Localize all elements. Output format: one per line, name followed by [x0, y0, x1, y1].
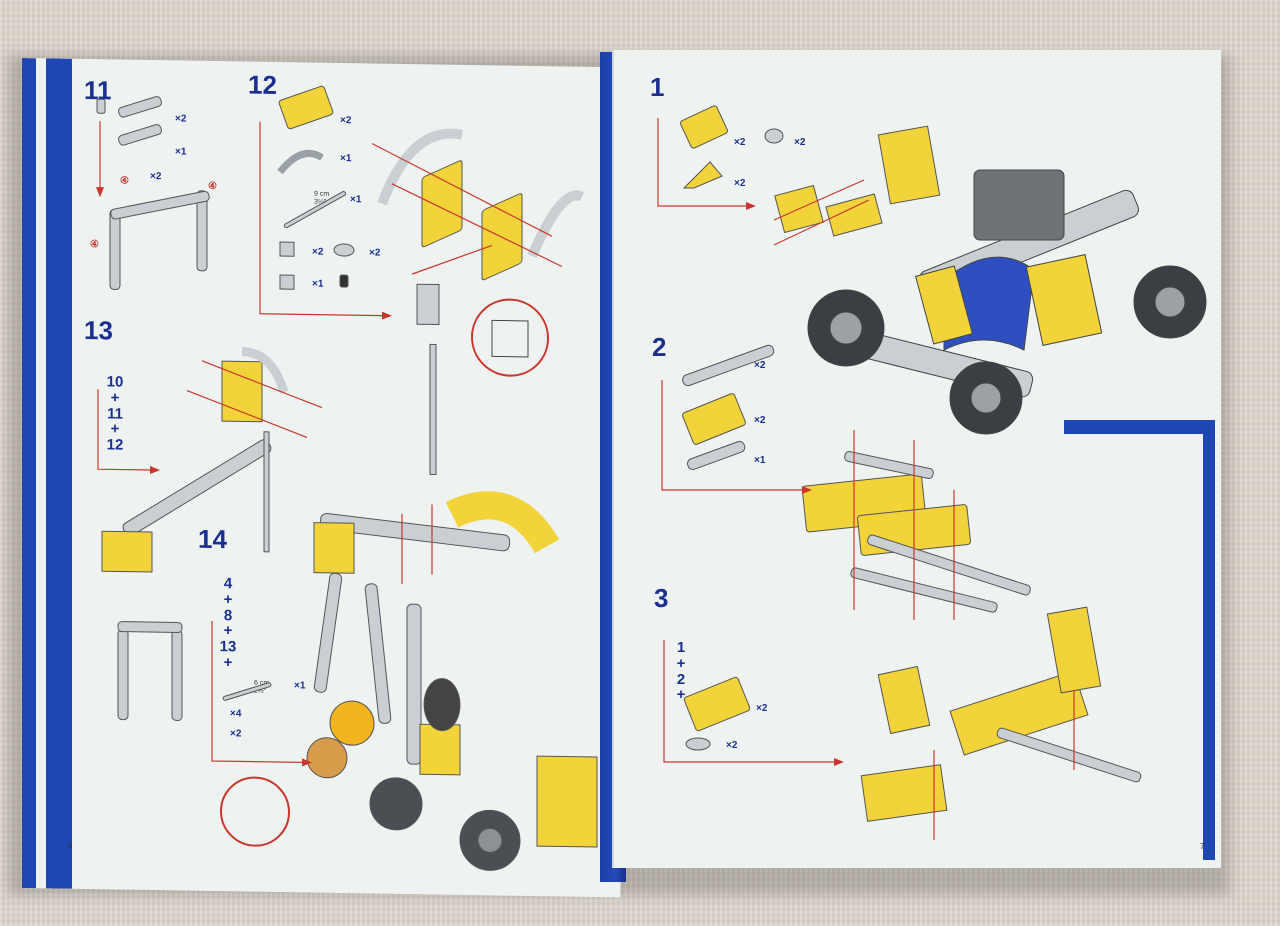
right-blue-stripe [1203, 420, 1215, 860]
gear-wheel [329, 700, 375, 746]
step-2-diagram [661, 344, 1031, 620]
double-bracket-part [279, 274, 295, 290]
step-3-diagram [663, 606, 1142, 840]
yellow-plate-part [278, 85, 334, 130]
step-2-number: 2 [652, 332, 667, 362]
axle-rod-part [222, 682, 272, 701]
right-page-number: 7 [1200, 842, 1205, 851]
lower-strip-a [867, 534, 1031, 596]
rod-part [283, 191, 347, 229]
curved-strip-part [277, 149, 324, 175]
left-page-number: 6 [68, 840, 73, 850]
step-12-arrow [259, 121, 382, 317]
washer-part [333, 243, 355, 257]
step-1-diagram [657, 105, 941, 246]
step-2-qty-1: ×2 [754, 360, 766, 371]
step-1-number: 1 [650, 72, 665, 102]
strip-part [118, 96, 162, 118]
step-1-qty-1: ×2 [734, 137, 746, 148]
step-12-diagram [259, 85, 585, 476]
detail-zoom-circle-2 [220, 776, 290, 847]
yellow-plate-a [421, 160, 463, 248]
leg-left [313, 572, 343, 693]
head-arc [241, 346, 289, 394]
pulley-disc [306, 737, 348, 779]
arch-plate [445, 491, 560, 554]
yellow-angle-plate-part [682, 161, 723, 189]
centre-bracket [416, 283, 440, 326]
side-plate [536, 755, 598, 848]
axle-strip [996, 727, 1142, 783]
arm-rod [263, 431, 270, 553]
main-chassis-plate [949, 670, 1089, 756]
small-plate-part [683, 676, 751, 732]
car-motor-block [973, 169, 1065, 241]
nut-part [339, 274, 349, 288]
leg-middle [364, 583, 392, 724]
finished-bracket [877, 125, 941, 205]
combo-plus: + [676, 654, 686, 672]
step-2-qty-2: ×2 [754, 415, 766, 426]
front-plate [860, 764, 948, 822]
flat-plate-part [682, 393, 746, 445]
car-yellow-side-right [1025, 254, 1103, 346]
lower-strip-b [850, 567, 998, 613]
assembly-plate-b [825, 193, 883, 237]
right-page: 1 ×2 ×2 ×2 [612, 50, 1221, 868]
angle-strip-part [687, 440, 746, 470]
arm-head-plate [221, 360, 263, 423]
upright-right [196, 190, 208, 272]
top-beam [319, 512, 511, 552]
front-plate [419, 723, 461, 776]
step-1-arrow [657, 118, 746, 207]
angle-bracket-part [279, 241, 295, 257]
detail-frame [491, 319, 529, 358]
wheel-left [369, 777, 423, 831]
left-page: 11 ×2 ×1 ×2 ④ ④ ④ 12 ×2 ×1 ×1 ×2 ×1 ×2 [22, 58, 621, 898]
ring-part [764, 128, 784, 144]
step-14-arrow [211, 620, 302, 763]
arch-strip-2 [527, 190, 585, 259]
angle-part [118, 124, 162, 146]
crossbar [110, 190, 210, 220]
step-1-qty-3: ×2 [794, 137, 806, 148]
arch-strip [377, 128, 463, 206]
step-3-arrow [663, 640, 834, 763]
combo-plus: + [676, 686, 686, 704]
step-13-arrow [97, 389, 150, 471]
arm-end-plate [101, 530, 153, 573]
motor-coil [423, 678, 461, 732]
step-3-qty-2: ×2 [726, 740, 738, 751]
step-3-number: 3 [654, 583, 669, 613]
vertical-rod [429, 343, 437, 476]
step-11-diagram [96, 96, 210, 290]
bolt-icon [96, 98, 106, 114]
car-yellow-side-left [915, 265, 973, 345]
claw-bar [117, 621, 183, 633]
step-3-qty-1: ×2 [756, 703, 768, 714]
yellow-square-plate-part [680, 105, 728, 149]
step-2-arrow [661, 380, 802, 491]
step-13-diagram [97, 346, 323, 721]
combo-item: 1 [676, 639, 686, 656]
detail-zoom-circle [471, 298, 549, 377]
step-2-qty-3: ×1 [754, 455, 766, 466]
rear-upright [1046, 606, 1102, 694]
side-bracket [877, 665, 931, 735]
step-3-combination: 1 + 2 + [672, 640, 690, 703]
combo-item: 2 [676, 670, 686, 688]
step-14-diagram [211, 491, 598, 871]
top-strip [844, 450, 934, 480]
long-strip-part [682, 344, 775, 387]
right-blue-corner-bar [1064, 420, 1209, 434]
step-1-qty-2: ×2 [734, 178, 746, 189]
washer-ring-part [685, 737, 711, 751]
leg-front [406, 603, 422, 765]
corner-plate [313, 522, 355, 574]
finished-car-model [807, 169, 1207, 435]
